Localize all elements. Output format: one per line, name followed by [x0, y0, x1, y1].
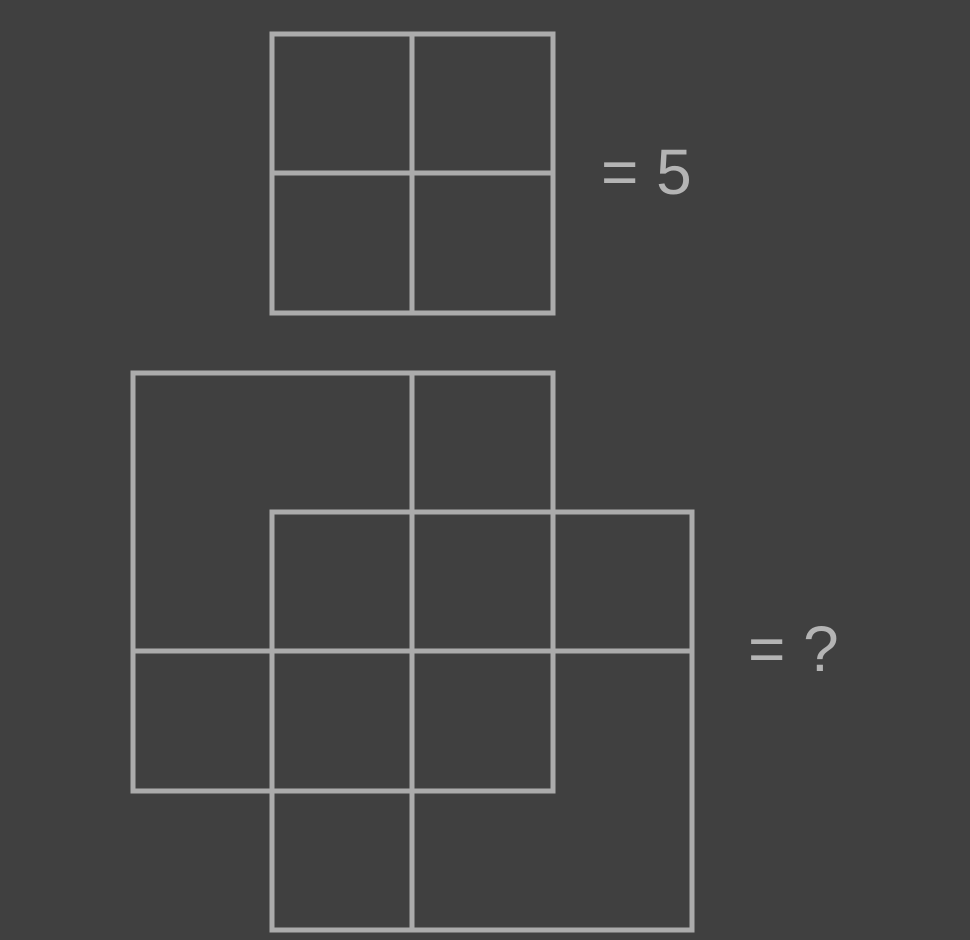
- large-square-bottom-right: [269, 509, 695, 933]
- example-grid: [269, 31, 556, 316]
- large-square-top-left: [130, 370, 556, 794]
- question-answer-label: = ?: [748, 613, 839, 685]
- example-answer-label: = 5: [601, 136, 692, 208]
- question-grid: [130, 370, 695, 933]
